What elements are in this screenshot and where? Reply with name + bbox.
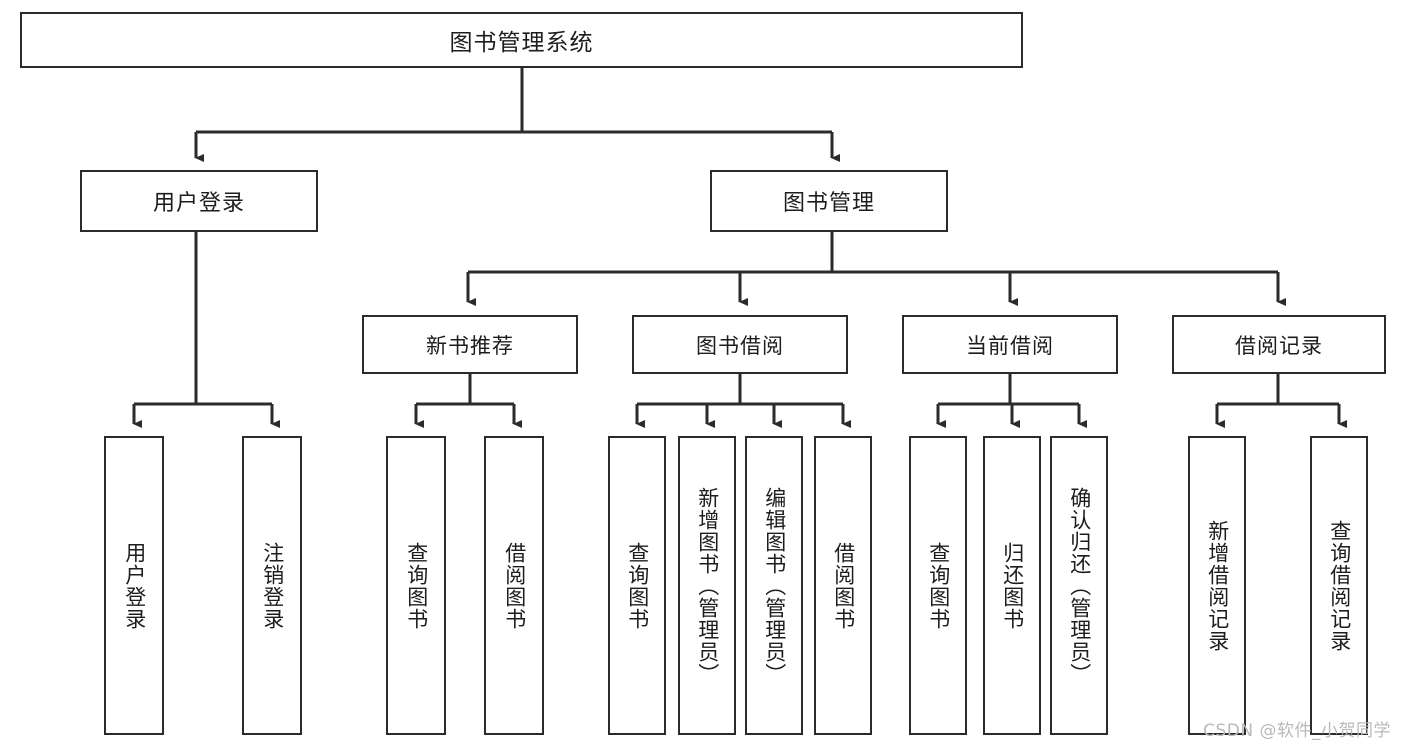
node-label: 借阅图书 <box>831 541 856 630</box>
node-user-logout[interactable]: 注销登录 <box>242 436 302 735</box>
node-new-book-recommend[interactable]: 新书推荐 <box>362 315 578 374</box>
node-label: 归还图书 <box>1000 541 1025 630</box>
node-label: 图书借阅 <box>696 333 784 358</box>
node-query-book-3[interactable]: 查询图书 <box>909 436 967 735</box>
node-label: 用户登录 <box>152 191 245 216</box>
node-borrow-book-1[interactable]: 借阅图书 <box>484 436 544 735</box>
node-label: 图书管理 <box>782 191 875 216</box>
node-book-borrow[interactable]: 图书借阅 <box>632 315 848 374</box>
node-root-system[interactable]: 图书管理系统 <box>20 12 1023 68</box>
node-label: 查询图书 <box>625 541 650 630</box>
node-return-book[interactable]: 归还图书 <box>983 436 1041 735</box>
node-label: 新增借阅记录 <box>1205 519 1230 652</box>
node-label: 查询图书 <box>404 541 429 630</box>
node-label: 借阅图书 <box>502 541 527 630</box>
node-current-borrow[interactable]: 当前借阅 <box>902 315 1118 374</box>
node-label: 编辑图书（管理员） <box>762 486 787 685</box>
node-label: 借阅记录 <box>1235 333 1323 358</box>
node-label: 新书推荐 <box>426 333 514 358</box>
node-query-book-1[interactable]: 查询图书 <box>386 436 446 735</box>
node-label: 当前借阅 <box>966 333 1054 358</box>
node-label: 用户登录 <box>122 541 147 630</box>
node-label: 图书管理系统 <box>449 30 594 56</box>
node-user-login-do[interactable]: 用户登录 <box>104 436 164 735</box>
node-label: 确认归还（管理员） <box>1067 486 1092 685</box>
node-user-login[interactable]: 用户登录 <box>80 170 318 232</box>
node-add-borrow-record[interactable]: 新增借阅记录 <box>1188 436 1246 735</box>
node-book-management[interactable]: 图书管理 <box>710 170 948 232</box>
node-label: 新增图书（管理员） <box>695 486 720 685</box>
node-edit-book-admin[interactable]: 编辑图书（管理员） <box>745 436 803 735</box>
node-query-borrow-record[interactable]: 查询借阅记录 <box>1310 436 1368 735</box>
node-query-book-2[interactable]: 查询图书 <box>608 436 666 735</box>
node-confirm-return-admin[interactable]: 确认归还（管理员） <box>1050 436 1108 735</box>
node-label: 查询图书 <box>926 541 951 630</box>
node-borrow-book-2[interactable]: 借阅图书 <box>814 436 872 735</box>
node-label: 查询借阅记录 <box>1327 519 1352 652</box>
node-label: 注销登录 <box>260 541 285 630</box>
node-borrow-records[interactable]: 借阅记录 <box>1172 315 1386 374</box>
node-add-book-admin[interactable]: 新增图书（管理员） <box>678 436 736 735</box>
